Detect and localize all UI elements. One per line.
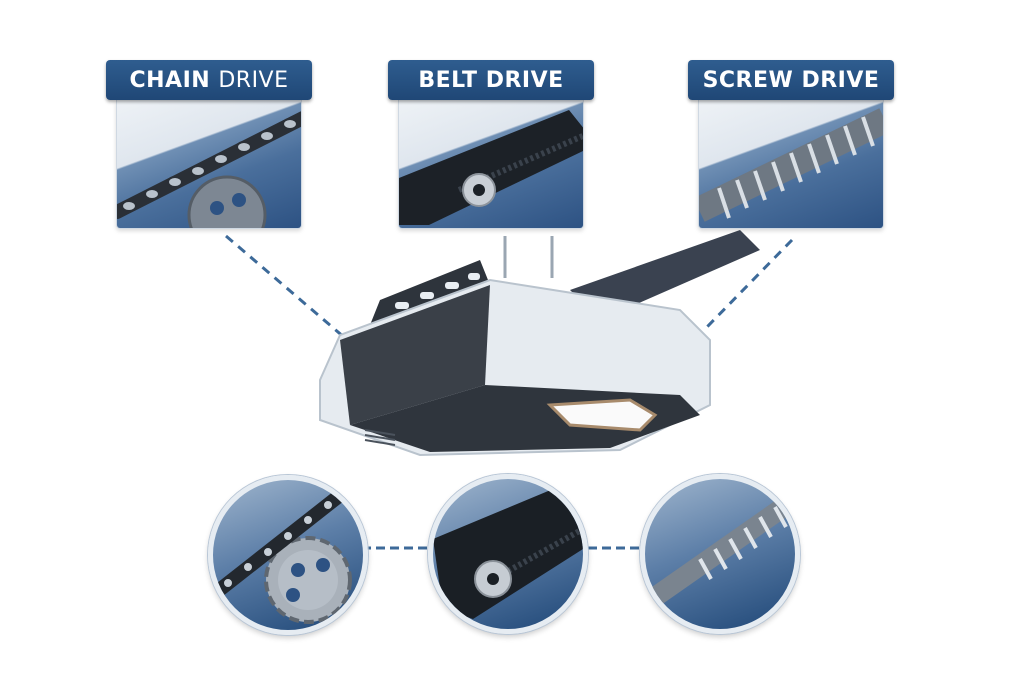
- light-lens: [546, 398, 658, 432]
- garage-door-opener-icon: [319, 230, 760, 457]
- screw-rod-icon: [645, 490, 795, 613]
- panel-label: SCREW DRIVE: [688, 60, 894, 100]
- rail: [570, 230, 760, 320]
- belt-pulley-icon: [433, 489, 583, 619]
- label-bold: BELT: [418, 67, 478, 93]
- front-panel: [340, 285, 490, 425]
- connector-screw: [704, 238, 794, 330]
- panel-chain-drive: CHAIN DRIVE: [106, 60, 312, 229]
- label-rest: DRIVE: [218, 67, 289, 93]
- chain-sprocket-icon: [213, 480, 358, 624]
- circle-chain-sprocket: [208, 475, 368, 635]
- panel-label: CHAIN DRIVE: [106, 60, 312, 100]
- panel-screw-drive: SCREW DRIVE: [688, 60, 894, 229]
- label-rest: DRIVE: [801, 67, 880, 93]
- panel-label: BELT DRIVE: [388, 60, 594, 100]
- panel-belt-drive: BELT DRIVE: [388, 60, 594, 229]
- belt-drive-icon: [398, 100, 584, 229]
- connector-chain: [225, 234, 346, 340]
- label-rest: DRIVE: [485, 67, 564, 93]
- circle-belt-pulley: [428, 474, 588, 634]
- label-bold: CHAIN: [129, 67, 211, 93]
- label-bold: SCREW: [702, 67, 794, 93]
- circle-screw-rod: [640, 474, 800, 634]
- screw-drive-icon: [698, 100, 884, 229]
- chain-drive-icon: [116, 100, 302, 229]
